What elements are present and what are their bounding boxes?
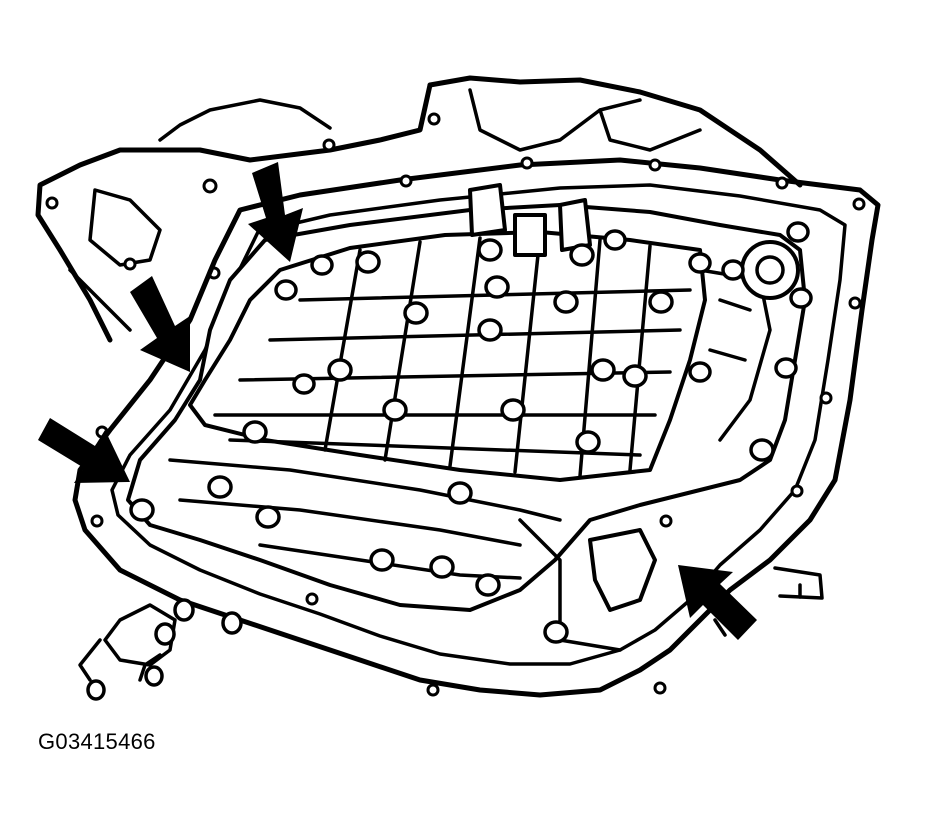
transmission-housing <box>35 75 803 343</box>
callout-arrows <box>38 162 757 640</box>
arrow-top-center <box>248 162 303 262</box>
arrow-lower-right <box>678 565 757 640</box>
wiring-connectors <box>78 598 243 701</box>
output-shaft <box>713 566 824 637</box>
figure-id-label: G03415466 <box>38 729 156 754</box>
valve-body-bolts <box>129 221 813 644</box>
arrow-left <box>38 418 130 483</box>
pan-flange <box>72 156 881 698</box>
arrow-upper-left <box>130 276 190 372</box>
